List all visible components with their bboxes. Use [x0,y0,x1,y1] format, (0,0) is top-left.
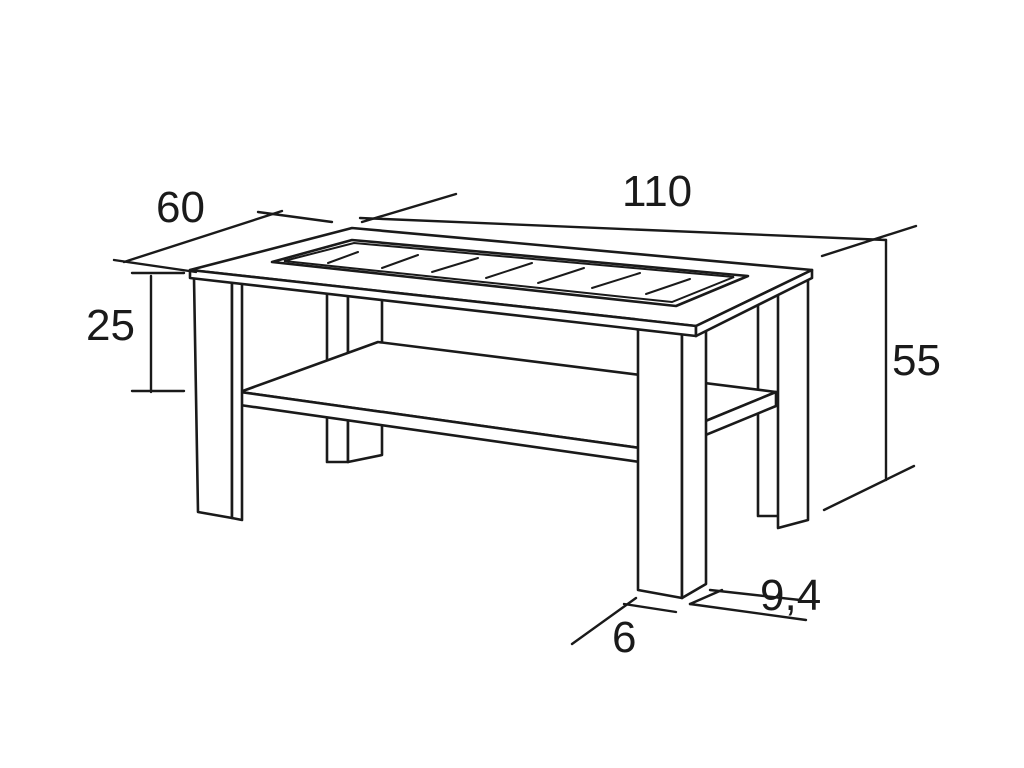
width-label: 110 [622,167,692,216]
total-height-label: 55 [892,336,941,385]
depth-label: 60 [156,183,205,232]
dimension-line-leg-width [570,596,678,646]
leg-width-label: 6 [612,613,636,662]
leg-depth-label: 9,4 [760,571,821,620]
dimension-line-shelf-height [130,271,186,394]
front-right-leg [636,316,708,600]
dimension-line-total-height [822,238,916,512]
dimension-line-depth [112,209,334,274]
front-left-leg [192,276,244,522]
dimension-line-leg-depth [688,588,808,622]
shelf-height-label: 25 [86,301,135,350]
right-side-leg [776,278,810,530]
glass-inlay [270,238,750,308]
dimension-line-width [358,192,918,258]
